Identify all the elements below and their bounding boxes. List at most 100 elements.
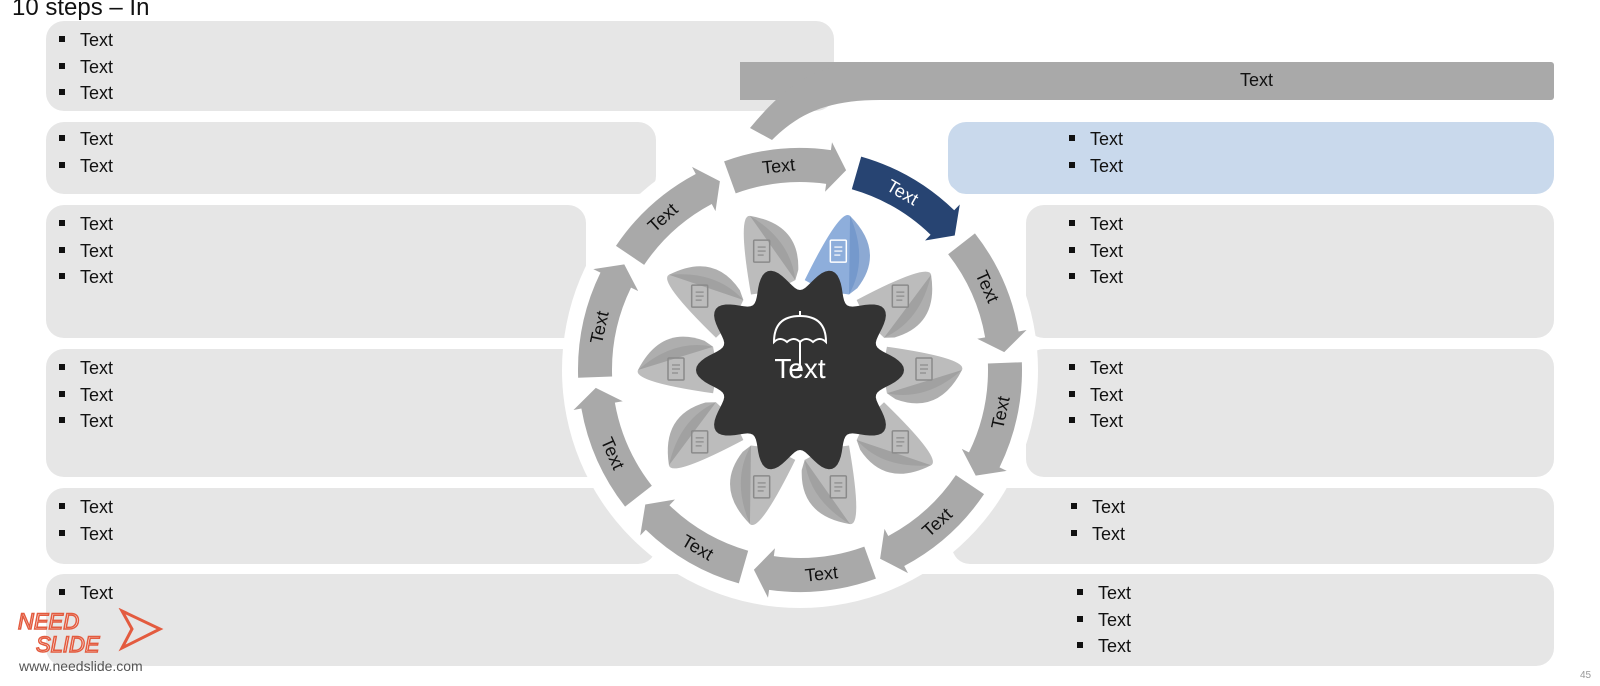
top-banner-label: Text: [1240, 70, 1274, 90]
bullet-item: Text: [56, 238, 113, 265]
bullet-list: Text Text: [56, 494, 113, 547]
step-arrow-shape: [573, 387, 652, 507]
step-petal: [743, 215, 799, 295]
bullet-list: Text Text: [56, 126, 113, 179]
bullet-item: Text: [56, 264, 113, 291]
step-arrow-shape: [615, 166, 720, 265]
step-arrow-shape: [851, 156, 960, 241]
bullet-item: Text: [56, 521, 113, 548]
bullet-list: Text Text Text: [56, 355, 113, 435]
bullet-list: Text Text: [1068, 494, 1125, 547]
bullet-item: Text: [1066, 153, 1123, 180]
step-arrow-shape: [948, 233, 1027, 353]
bullet-list: Text: [56, 580, 113, 607]
left-panel-3: Text Text Text: [46, 205, 586, 338]
step-arrow: Text: [961, 362, 1022, 476]
bullet-item: Text: [56, 494, 113, 521]
document-pages-icon: [891, 430, 910, 454]
petal-curl: [668, 266, 744, 301]
document-copy-icon: [690, 430, 709, 454]
bullet-item: Text: [1074, 580, 1131, 607]
bullet-list: Text Text: [1066, 126, 1123, 179]
bullet-list: Text Text Text: [1066, 355, 1123, 435]
petal-curl: [638, 336, 714, 370]
slide-title: 10 steps – In: [12, 0, 150, 21]
banner-connector: [750, 62, 880, 140]
bullet-item: Text: [1068, 521, 1125, 548]
petal-shape: [740, 445, 796, 526]
bullet-item: Text: [56, 153, 113, 180]
bullet-item: Text: [1074, 607, 1131, 634]
left-panel-1: Text Text Text: [46, 21, 834, 111]
bullet-item: Text: [1066, 238, 1123, 265]
bullet-item: Text: [1066, 211, 1123, 238]
bullet-item: Text: [1066, 382, 1123, 409]
logo-text-slide: SLIDE: [36, 632, 100, 657]
bullet-list: Text Text Text: [1074, 580, 1131, 660]
step-arrow-shape: [724, 142, 847, 194]
center-label: Text: [774, 353, 826, 384]
bullet-item: Text: [56, 382, 113, 409]
step-petal: [730, 445, 796, 526]
step-arrow: Text: [948, 233, 1027, 353]
step-arrow: Text: [753, 546, 876, 598]
logo-text-need: NEED: [18, 609, 79, 634]
left-panel-4: Text Text Text: [46, 349, 606, 477]
bullet-item: Text: [1066, 126, 1123, 153]
page-number: 45: [1580, 670, 1592, 681]
step-arrow: Text: [640, 499, 749, 584]
step-arrow-shape: [640, 499, 749, 584]
right-panel-1-highlighted: Text Text: [948, 122, 1554, 194]
bullet-item: Text: [1074, 633, 1131, 660]
bullet-list: Text Text Text: [56, 211, 113, 291]
step-petal: [884, 346, 963, 404]
bullet-item: Text: [56, 211, 113, 238]
checklist-upload-icon: [752, 475, 771, 499]
left-panel-2: Text Text: [46, 122, 656, 194]
step-arrow-shape: [578, 264, 639, 378]
right-panel-4: Text Text: [952, 488, 1554, 564]
right-panel-3: Text Text Text: [1026, 349, 1554, 477]
center-hub: [696, 270, 904, 470]
needslide-logo: NEED SLIDE: [14, 607, 164, 663]
bullet-list: Text Text Text: [1066, 211, 1123, 291]
calculator-icon: [690, 284, 709, 308]
bullet-item: Text: [1066, 355, 1123, 382]
left-panel-5: Text Text: [46, 488, 656, 564]
step-label: Text: [804, 562, 839, 585]
step-arrow-shape: [961, 362, 1022, 476]
step-arrow-shape: [880, 475, 985, 574]
petal-curl: [730, 445, 751, 525]
step-label: Text: [761, 154, 796, 177]
bullet-item: Text: [1066, 264, 1123, 291]
umbrella-icon: [772, 311, 828, 371]
bullet-item: Text: [56, 126, 113, 153]
right-panel-2: Text Text Text: [1026, 205, 1554, 338]
petal-curl: [749, 215, 799, 281]
bullet-item: Text: [1068, 494, 1125, 521]
step-arrow: Text: [573, 387, 652, 507]
logo-url: www.needslide.com: [19, 658, 143, 674]
document-icon: [829, 475, 848, 499]
petal-curl: [801, 459, 851, 525]
step-arrow: Text: [578, 264, 639, 378]
bullet-list: Text Text Text: [56, 27, 113, 107]
document-download-icon: [915, 357, 933, 381]
bullet-item: Text: [56, 580, 113, 607]
needslide-logo-mark: NEED SLIDE: [17, 607, 164, 658]
step-arrow-shape: [753, 546, 876, 598]
step-petal: [637, 336, 716, 394]
document-upload-icon: [829, 239, 848, 263]
bullet-item: Text: [56, 355, 113, 382]
petal-curl: [849, 215, 870, 295]
bullet-item: Text: [56, 27, 113, 54]
bullet-item: Text: [56, 80, 113, 107]
bullet-item: Text: [1066, 408, 1123, 435]
step-petal: [801, 445, 857, 525]
step-petal: [804, 214, 870, 295]
checklist-download-icon: [667, 357, 685, 381]
page-upload-icon: [752, 239, 771, 263]
petal-curl: [856, 439, 932, 474]
petal-shape: [804, 214, 860, 295]
